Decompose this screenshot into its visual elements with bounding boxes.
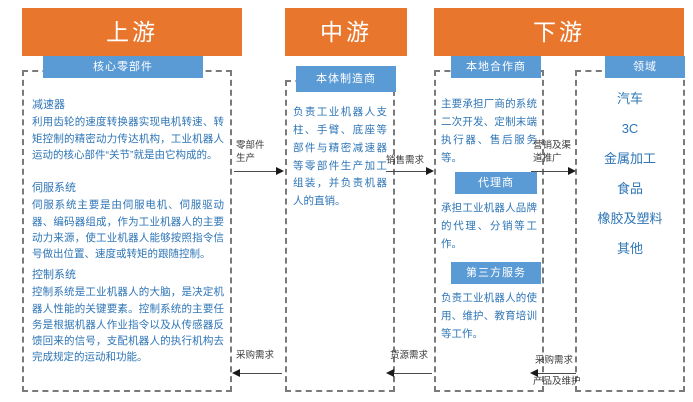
connector-label-sales-demand: 销售需求 [386,155,425,166]
third-party-service-description: 负责工业机器人的使用、维护、教育培训等工作。 [441,292,537,340]
connector-label-purchase-demand-upstream: 采购需求 [236,350,275,361]
panel-fields [575,70,685,392]
connector-label-marketing-channel: 营销及渠 道推广 [533,140,572,164]
block-control-system: 控制系统 控制系统是工业机器人的大脑，是决定机器人性能的关键要素。控制系统的主要… [32,268,224,366]
connector-line-product-maintenance [536,373,576,374]
chip-agent: 代理商 [455,172,537,194]
field-item: 3C [621,121,639,136]
chip-local-partner: 本地合作商 [451,56,541,78]
panel-downstream [434,70,544,392]
block-reducer-title: 减速器 [32,99,65,111]
local-partner-description: 主要承担厂商的系统二次开发、定制末端执行器、售后服务等。 [441,98,537,164]
stage-header-downstream: 下游 [434,8,684,56]
panel-midstream [285,80,395,392]
field-item: 其他 [616,241,643,256]
arrow-head-right-icon [276,167,284,175]
panel-upstream [22,70,232,392]
arrow-head-left-icon [530,369,538,377]
stage-header-upstream: 上游 [22,8,242,56]
block-reducer-body: 利用齿轮的速度转换器实现电机转速、转矩控制的精密动力传达机构，工业机器人运动的核… [32,116,224,161]
connector-line-marketing-channel [531,171,571,172]
arrow-head-right-icon [426,167,434,175]
chip-third-party-service: 第三方服务 [451,262,541,284]
block-servo-system-body: 伺服系统主要是由伺服电机、伺服驱动器、编码器组成，作为工业机器人的主要动力来源，… [32,199,224,261]
connector-label-supply-demand: 货源需求 [390,350,429,361]
arrow-head-left-icon [232,369,240,377]
connector-label-component-production: 零部件 生产 [236,140,265,164]
chip-fields: 领域 [605,56,685,78]
block-control-system-title: 控制系统 [32,269,76,281]
block-reducer: 减速器 利用齿轮的速度转换器实现电机转速、转矩控制的精密动力传达机构，工业机器人… [32,98,224,163]
connector-line-supply-demand [392,373,432,374]
field-item: 橡胶及塑料 [597,211,663,226]
chip-body-manufacturer: 本体制造商 [296,66,396,92]
connector-label-purchase-demand-downstream: 采购需求 [535,355,574,366]
block-servo-system-title: 伺服系统 [32,182,76,194]
chip-core-components: 核心零部件 [43,56,203,78]
field-item: 汽车 [616,91,643,106]
connector-label-product-maintenance: 产品及维护 [533,376,581,387]
field-item: 食品 [616,181,643,196]
arrow-head-left-icon [386,369,394,377]
arrow-head-right-icon [568,167,576,175]
stage-header-midstream: 中游 [285,8,407,56]
field-list: 汽车 3C 金属加工 食品 橡胶及塑料 其他 [575,92,685,255]
connector-line-purchase-demand-upstream [238,373,282,374]
connector-line-component-production [234,171,278,172]
midstream-description: 负责工业机器人支柱、手臂、底座等部件与精密减速器等零部件生产加工组装，并负责机器… [293,106,387,208]
agent-description: 承担工业机器人品牌的代理、分销等工作。 [441,202,537,250]
block-control-system-body: 控制系统是工业机器人的大脑，是决定机器人性能的关键要素。控制系统的主要任务是根据… [32,286,224,364]
field-item: 金属加工 [603,151,656,166]
connector-line-sales-demand [386,171,428,172]
block-servo-system: 伺服系统 伺服系统主要是由伺服电机、伺服驱动器、编码器组成，作为工业机器人的主要… [32,181,224,262]
